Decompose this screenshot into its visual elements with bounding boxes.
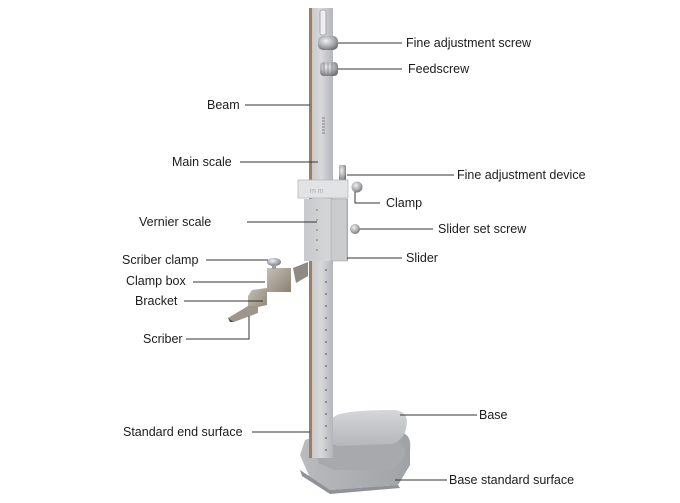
label-base-standard-surface: Base standard surface: [449, 473, 575, 487]
label-base: Base: [479, 408, 508, 422]
svg-text:m m: m m: [310, 188, 324, 195]
label-slider: Slider: [406, 251, 438, 265]
label-fine-adjustment-screw: Fine adjustment screw: [406, 36, 532, 50]
label-main-scale: Main scale: [172, 155, 232, 169]
slider-shape: [304, 198, 360, 262]
fine-adjustment-screw-shape: [318, 36, 338, 50]
label-bracket: Bracket: [135, 294, 178, 308]
label-slider-set-screw: Slider set screw: [438, 222, 527, 236]
label-fine-adjustment-device: Fine adjustment device: [457, 168, 586, 182]
fine-adjustment-device-shape: [339, 165, 346, 181]
label-scriber-clamp: Scriber clamp: [122, 253, 199, 267]
scriber-assembly-shape: [228, 258, 308, 322]
label-scriber: Scriber: [143, 332, 183, 346]
label-clamp-box: Clamp box: [126, 274, 186, 288]
label-clamp: Clamp: [386, 196, 423, 210]
clamp-block-shape: m m: [297, 179, 363, 199]
leader-lines: [184, 42, 477, 481]
label-feedscrew: Feedscrew: [408, 62, 470, 76]
label-vernier-scale: Vernier scale: [139, 215, 212, 229]
feedscrew-shape: [320, 62, 338, 76]
label-standard-end-surface: Standard end surface: [123, 425, 243, 439]
label-beam: Beam: [207, 98, 240, 112]
